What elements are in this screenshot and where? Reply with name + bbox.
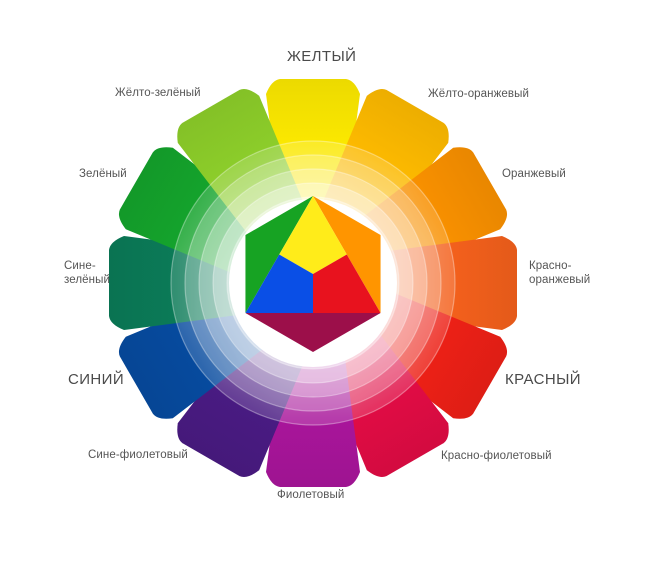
label-blue-violet: Сине-фиолетовый: [88, 449, 188, 461]
label-blue-green-line1: Сине-: [64, 260, 96, 272]
label-yellow: ЖЕЛТЫЙ: [287, 48, 357, 65]
tint-ring-edge: [184, 154, 442, 412]
label-violet: Фиолетовый: [277, 489, 345, 501]
label-red-orange-line2: оранжевый: [529, 274, 591, 286]
center-hexagon: [245, 196, 381, 352]
tint-ring-edge: [170, 140, 456, 426]
label-red-violet: Красно-фиолетовый: [441, 450, 552, 462]
triangle-blue: [245, 254, 313, 313]
label-yellow-orange: Жёлто-оранжевый: [428, 88, 530, 100]
triangle-red: [313, 254, 381, 313]
tint-ring-edge: [212, 182, 414, 384]
label-red-orange-line1: Красно-: [529, 260, 572, 272]
label-red: КРАСНЫЙ: [505, 371, 581, 388]
triangle-yellow: [279, 196, 347, 274]
label-green: Зелёный: [79, 168, 127, 180]
tint-ring-edge: [198, 168, 428, 398]
label-blue-green-line2: зелёный: [64, 274, 111, 286]
hex-violet-wedge: [245, 313, 381, 352]
label-orange: Оранжевый: [502, 168, 566, 180]
label-yellow-green: Жёлто-зелёный: [115, 87, 201, 99]
label-blue: СИНИЙ: [68, 371, 125, 388]
label-blue-green: Сине- зелёный: [64, 259, 110, 287]
label-red-orange: Красно- оранжевый: [529, 259, 590, 287]
